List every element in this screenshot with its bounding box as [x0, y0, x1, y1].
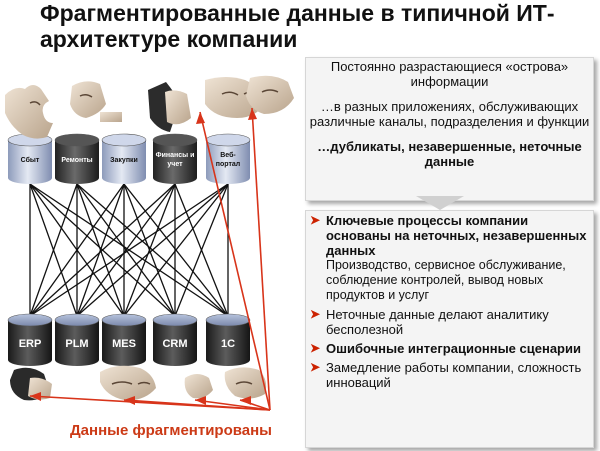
connection-line — [29, 183, 78, 317]
connection-line — [29, 183, 125, 317]
app-label: PLM — [65, 338, 88, 350]
app-label: MES — [112, 338, 136, 350]
list-item: ➤ Неточные данные делают аналитику беспо… — [310, 307, 587, 337]
puzzle-face-icon — [246, 75, 294, 114]
system-label: Финансы и — [156, 152, 195, 159]
bullet-arrow-icon: ➤ — [310, 307, 321, 321]
system-cylinder: Ремонты — [54, 133, 100, 184]
bullet-text: Ключевые процессы компании основаны на н… — [326, 213, 587, 258]
system-cylinder: Сбыт — [7, 133, 53, 184]
red-arrow-icon — [29, 107, 271, 411]
connection-line — [174, 183, 229, 317]
connection-line — [76, 183, 229, 317]
connection-line — [29, 183, 176, 317]
list-item: ➤ Ошибочные интеграционные сценарии — [310, 341, 587, 356]
system-cylinder: Закупки — [101, 133, 147, 184]
puzzle-face-icon — [224, 367, 267, 399]
app-cylinder: PLM — [54, 313, 100, 366]
system-label: Закупки — [110, 157, 138, 164]
page-title: Фрагментированные данные в типичной ИТ-а… — [40, 0, 555, 52]
bullet-text: Неточные данные делают аналитику бесполе… — [326, 307, 549, 337]
puzzle-face-icon — [148, 82, 191, 132]
info-text-1: Постоянно разрастающиеся «острова» инфор… — [330, 59, 569, 89]
bullet-text: Ошибочные интеграционные сценарии — [326, 341, 581, 356]
puzzle-face-icon — [10, 367, 52, 401]
system-label: Сбыт — [21, 156, 40, 164]
system-label: портал — [216, 161, 240, 168]
app-cylinder: MES — [101, 313, 147, 366]
bullet-arrow-icon: ➤ — [310, 360, 321, 374]
app-label: ERP — [19, 338, 42, 350]
bullet-text: Замедление работы компании, сложность ин… — [326, 360, 582, 390]
system-label: учет — [167, 161, 183, 168]
fragmented-data-caption: Данные фрагментированы — [70, 422, 272, 439]
connection-line — [123, 183, 229, 317]
connection-line — [29, 183, 229, 317]
system-label: Веб- — [220, 151, 236, 159]
app-label: 1C — [221, 338, 235, 350]
connection-line — [123, 183, 176, 317]
puzzle-face-icon — [5, 85, 53, 139]
app-label: CRM — [162, 338, 187, 350]
puzzle-face-icon — [70, 81, 122, 122]
down-arrow-icon — [416, 196, 464, 210]
app-cylinder: CRM — [152, 313, 198, 366]
connection-line — [76, 183, 176, 317]
system-cylinder: Веб-портал — [205, 133, 251, 184]
app-cylinder: ERP — [7, 313, 53, 366]
bullet-arrow-icon: ➤ — [310, 213, 321, 227]
info-text-2: …в разных приложениях, обслуживающих раз… — [309, 99, 590, 129]
bullet-subtext: Производство, сервисное обслуживание, со… — [326, 258, 566, 302]
consequences-list: ➤ Ключевые процессы компании основаны на… — [306, 211, 593, 390]
system-cylinder: Финансы и учет — [152, 133, 198, 184]
info-text-3: …дубликаты, незавершенные, неточные данн… — [317, 139, 582, 169]
system-label: Ремонты — [61, 157, 92, 164]
list-item: ➤ Ключевые процессы компании основаны на… — [310, 213, 587, 303]
connection-line — [76, 183, 125, 317]
list-item: ➤ Замедление работы компании, сложность … — [310, 360, 587, 390]
puzzle-face-icon — [184, 374, 213, 399]
app-cylinder: 1C — [205, 313, 251, 366]
puzzle-face-icon — [100, 365, 156, 401]
info-box: Постоянно разрастающиеся «острова» инфор… — [305, 57, 594, 201]
consequences-box: ➤ Ключевые процессы компании основаны на… — [305, 210, 594, 448]
bullet-arrow-icon: ➤ — [310, 341, 321, 355]
